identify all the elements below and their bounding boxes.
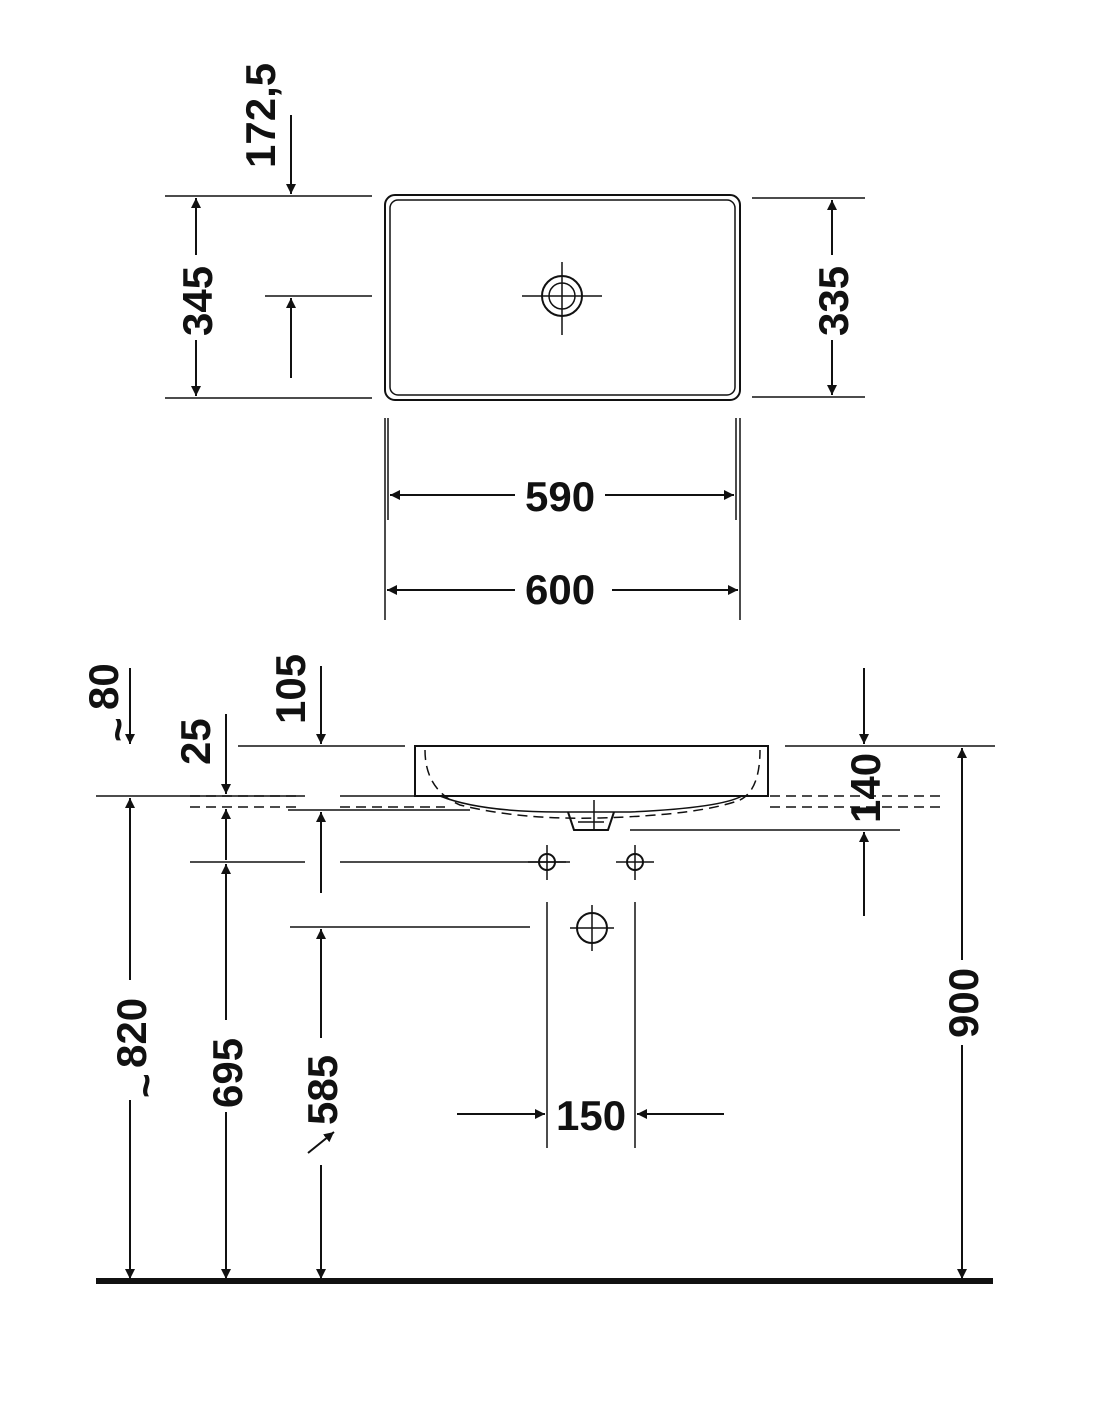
dim-depth-to-drain: 172,5 xyxy=(237,63,284,168)
arrow-indicator-585 xyxy=(307,1131,335,1154)
tap-hole-left xyxy=(528,845,566,880)
tap-hole-right xyxy=(616,845,654,880)
dim-floor-to-rim-approx: 820 xyxy=(108,998,155,1068)
basin-inner-top xyxy=(389,199,736,396)
basin-outline-side xyxy=(414,745,769,797)
dim-outer-width: 600 xyxy=(525,566,595,613)
dim-floor-to-top: 900 xyxy=(940,968,987,1038)
dim-floor-to-tap-holes: 695 xyxy=(204,1038,251,1108)
dim-rim-to-drain-approx: 80 xyxy=(80,663,127,710)
dim-inner-width: 590 xyxy=(525,473,595,520)
dim-bowl-height: 105 xyxy=(267,654,314,724)
waste-outlet xyxy=(567,811,615,831)
dim-floor-to-waste: 585 xyxy=(299,1055,346,1125)
dim-tap-hole-spacing: 150 xyxy=(556,1092,626,1139)
dim-side-height: 140 xyxy=(842,753,889,823)
waste-hole xyxy=(570,905,614,951)
top-view: 172,5 345 335 590 600 xyxy=(165,63,865,620)
approx-symbol-820: ~ xyxy=(122,1073,169,1098)
basin-outline-top xyxy=(384,194,741,401)
approx-symbol-80: ~ xyxy=(94,717,141,742)
drain-symbol xyxy=(522,262,602,335)
dim-overflow-offset: 25 xyxy=(172,718,219,765)
side-view: 80 ~ 25 105 140 820 ~ 695 585 150 xyxy=(80,654,995,1284)
dim-outer-depth: 345 xyxy=(174,266,221,336)
basin-bowl-curve xyxy=(424,749,761,819)
dim-inner-depth: 335 xyxy=(810,266,857,336)
